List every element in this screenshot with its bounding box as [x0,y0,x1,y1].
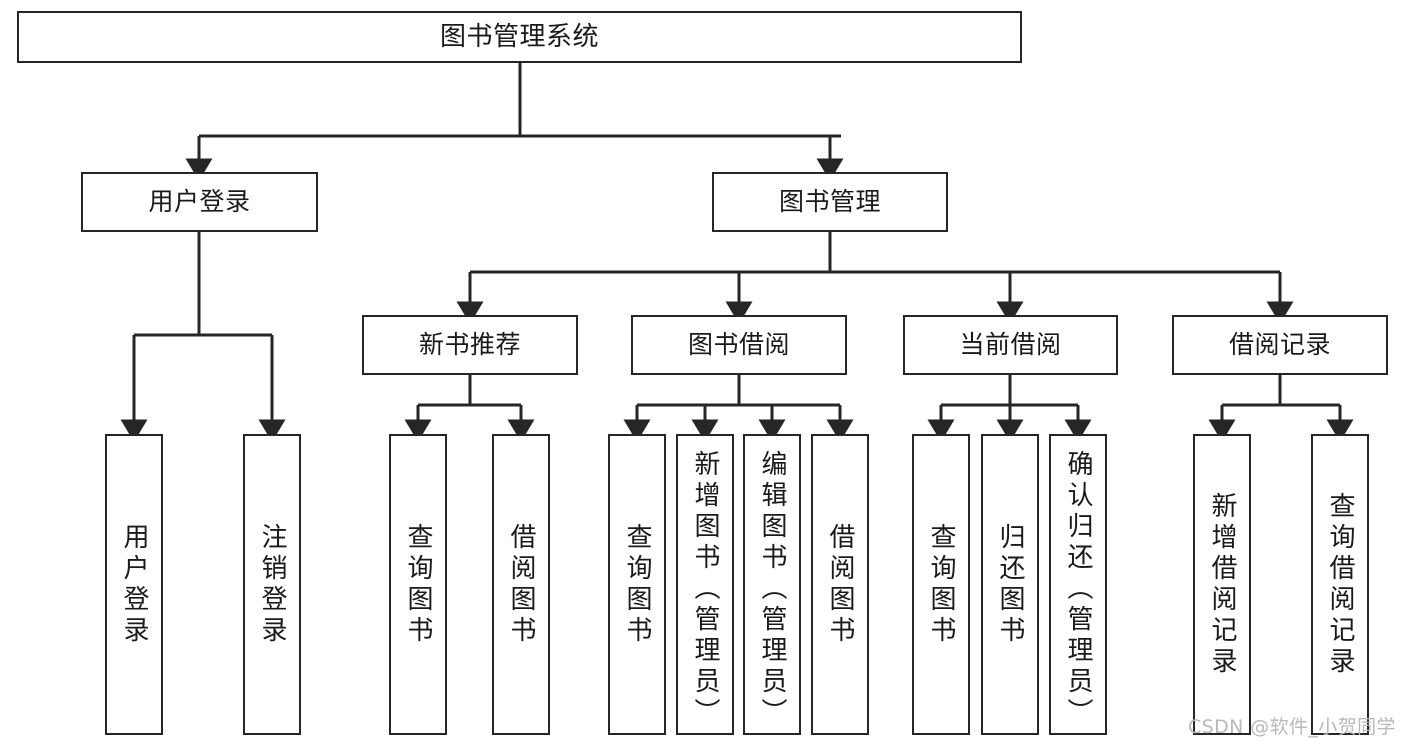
node-new-book-recommend[interactable]: 新书推荐 [362,315,578,375]
node-borrow-record[interactable]: 借阅记录 [1172,315,1388,375]
node-user-login[interactable]: 用户登录 [81,172,318,232]
node-label: 用户登录 [119,522,149,647]
node-label: 新书推荐 [418,330,521,360]
node-label: 新增图书（管理员） [690,450,720,729]
node-current-borrow[interactable]: 当前借阅 [903,315,1118,375]
node-label: 图书管理 [778,187,881,217]
node-label: 图书管理系统 [439,21,599,52]
node-label: 查询图书 [622,522,652,647]
node-label: 图书借阅 [687,330,790,360]
node-label: 新增借阅记录 [1207,491,1237,678]
node-label: 查询图书 [926,522,956,647]
node-label: 借阅图书 [506,522,536,647]
leaf-query-borrow-record[interactable]: 查询借阅记录 [1311,434,1369,735]
leaf-edit-book-admin[interactable]: 编辑图书（管理员） [743,434,801,735]
node-label: 注销登录 [257,522,287,647]
leaf-query-book-recommend[interactable]: 查询图书 [389,434,447,735]
node-label: 当前借阅 [959,330,1062,360]
node-label: 归还图书 [995,522,1025,647]
node-label: 编辑图书（管理员） [757,450,787,729]
node-book-management[interactable]: 图书管理 [712,172,948,232]
leaf-borrow-book-recommend[interactable]: 借阅图书 [492,434,550,735]
leaf-query-book-current[interactable]: 查询图书 [912,434,970,735]
node-label: 查询图书 [403,522,433,647]
leaf-add-book-admin[interactable]: 新增图书（管理员） [676,434,734,735]
leaf-user-login[interactable]: 用户登录 [105,434,163,735]
node-label: 借阅图书 [825,522,855,647]
leaf-borrow-book[interactable]: 借阅图书 [811,434,869,735]
leaf-return-book[interactable]: 归还图书 [981,434,1039,735]
node-label: 查询借阅记录 [1325,491,1355,678]
leaf-logout[interactable]: 注销登录 [243,434,301,735]
node-label: 确认归还（管理员） [1063,450,1093,729]
leaf-add-borrow-record[interactable]: 新增借阅记录 [1193,434,1251,735]
node-label: 借阅记录 [1228,330,1331,360]
node-book-borrow[interactable]: 图书借阅 [631,315,847,375]
leaf-confirm-return-admin[interactable]: 确认归还（管理员） [1049,434,1107,735]
node-label: 用户登录 [148,187,251,217]
node-root-book-management-system[interactable]: 图书管理系统 [17,11,1022,63]
watermark: CSDN @软件_小贺同学 [1188,716,1396,738]
leaf-query-book-borrow[interactable]: 查询图书 [608,434,666,735]
